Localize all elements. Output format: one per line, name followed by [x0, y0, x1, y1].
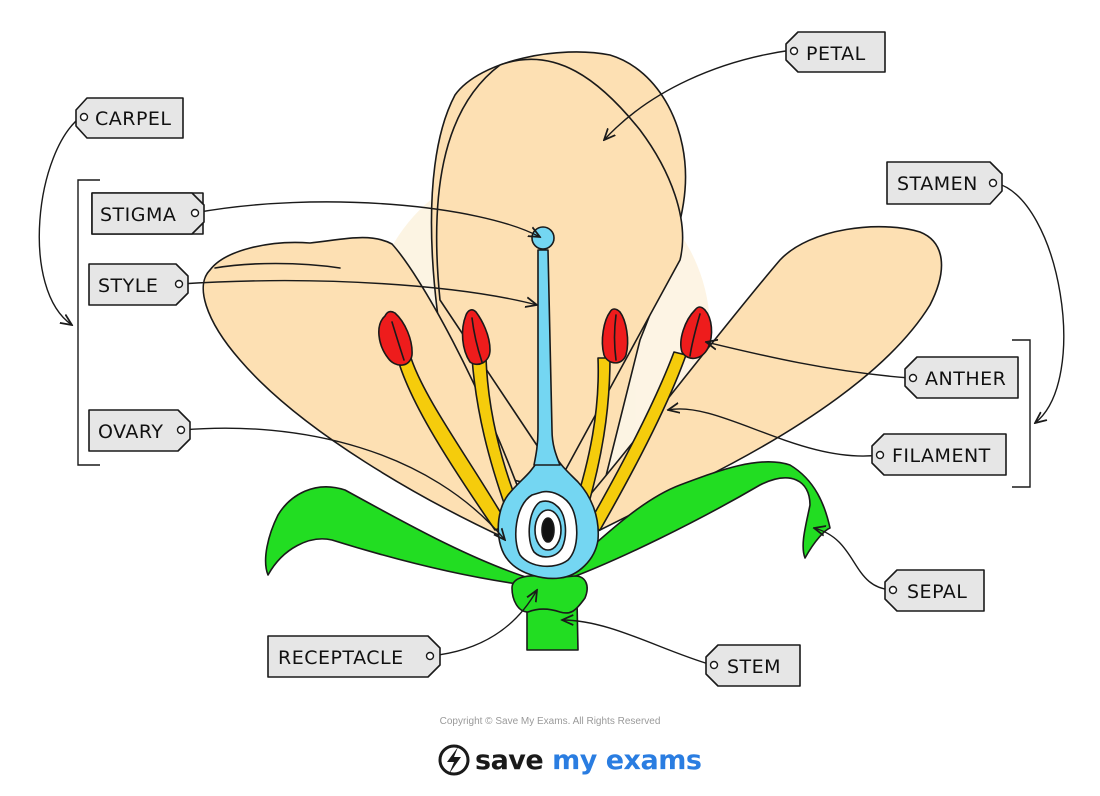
brand-name: save my exams	[475, 744, 702, 776]
label-style: STYLE	[98, 275, 158, 297]
label-petal: PETAL	[806, 43, 866, 65]
label-tag-petal: PETAL	[785, 31, 886, 73]
sepal-left	[264, 486, 536, 586]
label-stigma: STIGMA	[100, 204, 176, 226]
label-carpel: CARPEL	[95, 108, 172, 130]
receptacle-shape	[511, 575, 588, 614]
leader-lines	[38, 49, 1065, 666]
label-receptacle: RECEPTACLE	[278, 647, 404, 669]
filaments	[397, 351, 687, 531]
carpel	[497, 226, 600, 580]
carpel-bracket	[77, 179, 100, 466]
stigma-shape	[531, 226, 555, 250]
anther-1	[378, 310, 413, 366]
label-tag-anther: ANTHER	[904, 356, 1019, 399]
label-stamen: STAMEN	[897, 173, 978, 195]
label-tag-carpel: CARPEL	[75, 97, 184, 139]
stem-and-receptacle	[511, 575, 588, 651]
label-tag-receptacle: RECEPTACLE	[267, 635, 441, 678]
label-tag-filament: FILAMENT	[871, 433, 1007, 476]
brand-logo: save my exams	[437, 740, 702, 780]
stamen-bracket	[1012, 339, 1031, 488]
petals	[202, 51, 943, 546]
label-tag-stem: STEM	[705, 644, 801, 687]
label-stem: STEM	[727, 656, 781, 678]
label-anther: ANTHER	[925, 368, 1006, 390]
style-shape	[533, 249, 561, 466]
label-filament: FILAMENT	[892, 445, 991, 467]
label-sepal: SEPAL	[907, 581, 967, 603]
copyright-notice: Copyright © Save My Exams. All Rights Re…	[439, 716, 661, 727]
label-tag-ovary: OVARY	[88, 409, 191, 452]
lightning-bolt-icon	[438, 744, 470, 776]
label-tag-stamen: STAMEN	[886, 161, 1003, 205]
anthers	[378, 306, 713, 366]
anther-2	[461, 309, 491, 366]
label-tag-sepal: SEPAL	[884, 569, 985, 612]
label-tag-stigma: STIGMA	[91, 192, 205, 235]
petal-left	[202, 236, 531, 546]
label-tag-style: STYLE	[88, 263, 189, 306]
label-ovary: OVARY	[98, 421, 164, 443]
petal-back-right	[435, 58, 684, 481]
